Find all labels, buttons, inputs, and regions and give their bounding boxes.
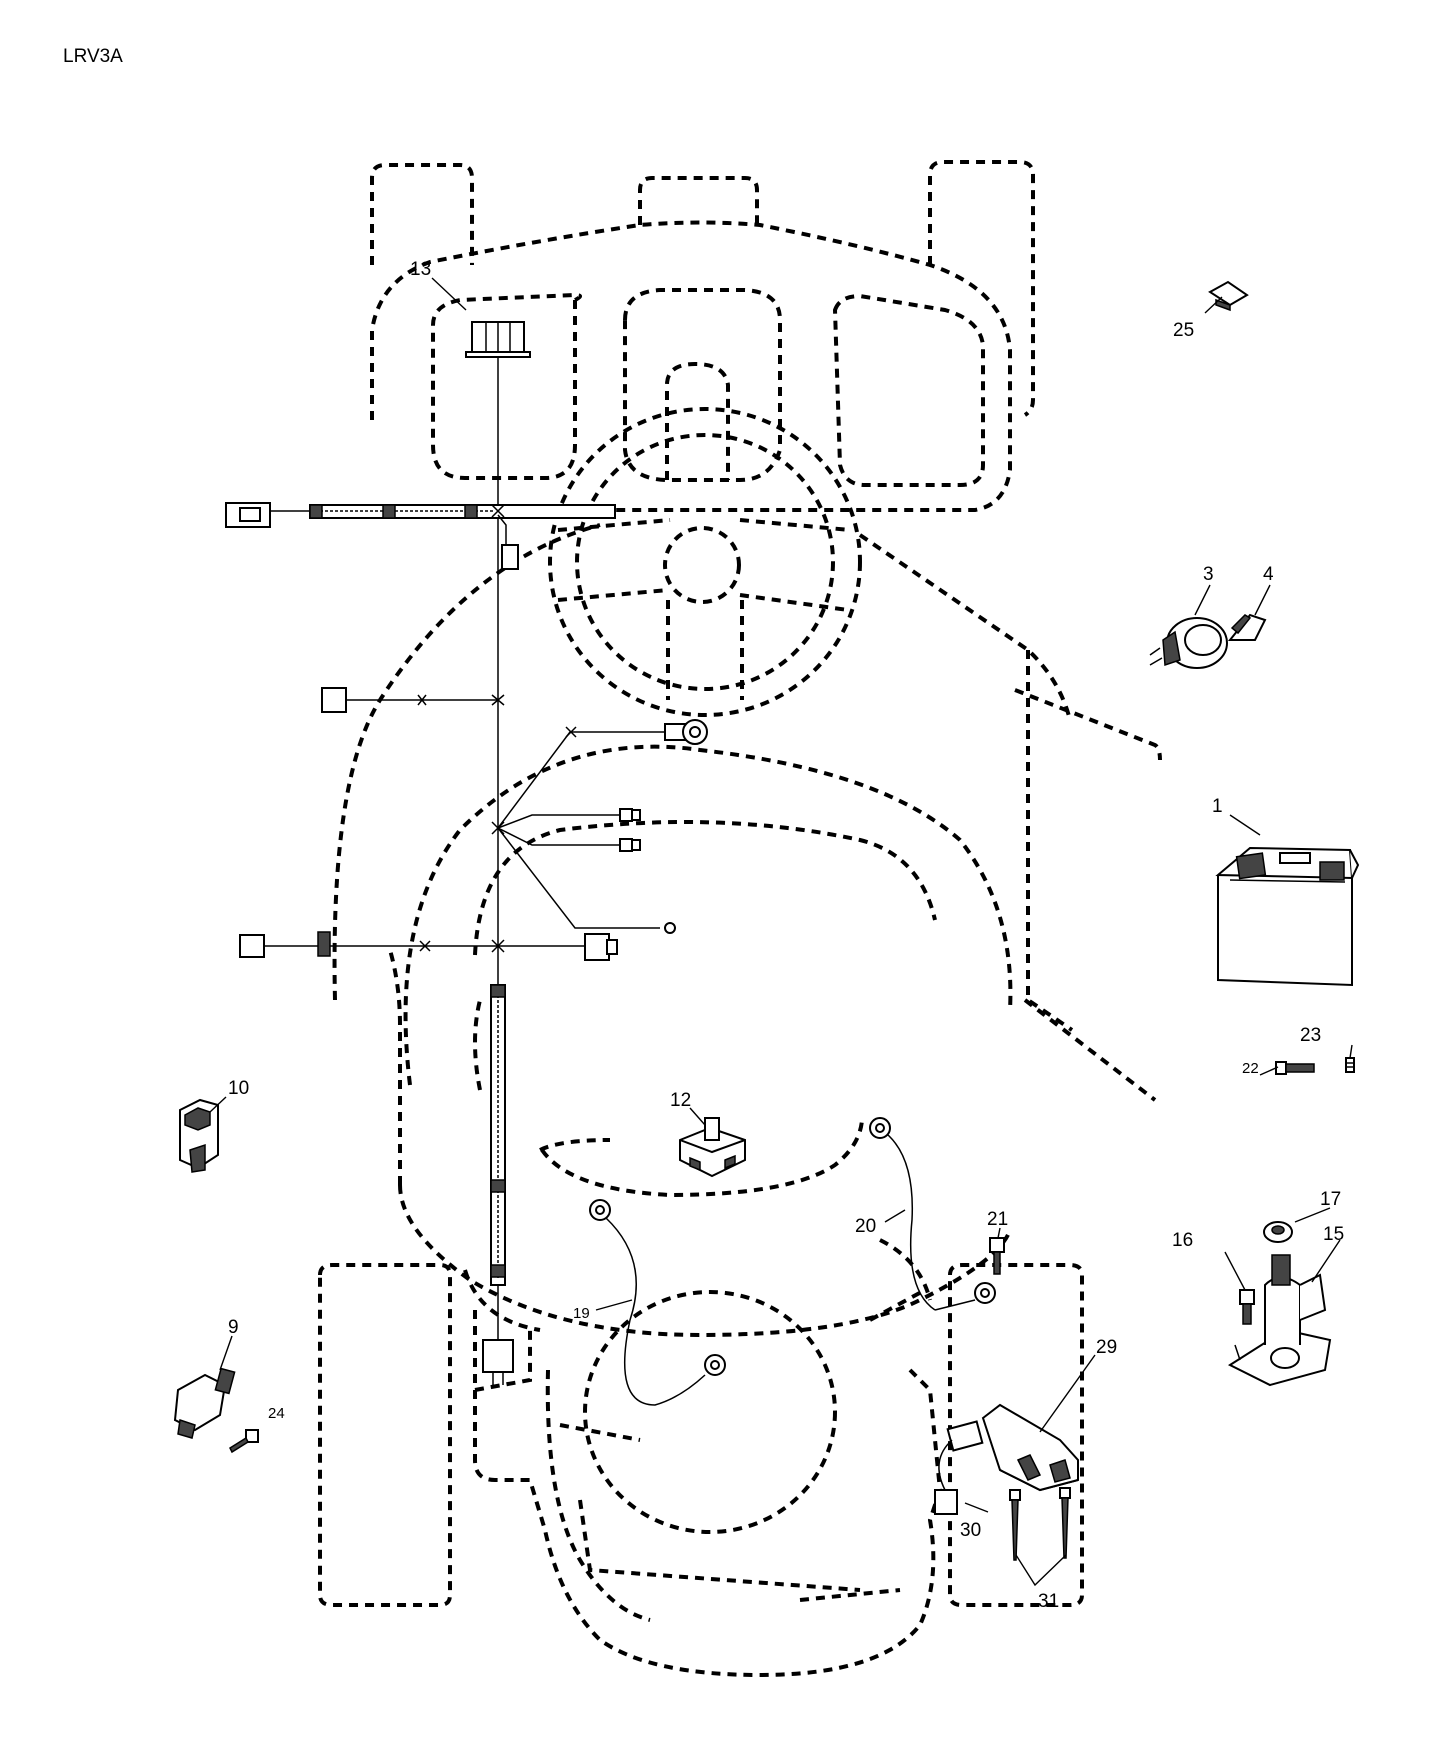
callout-17: 17 xyxy=(1320,1189,1341,1210)
bolt-part-16 xyxy=(1239,1289,1255,1325)
callout-22: 22 xyxy=(1242,1060,1259,1077)
harness-plug-bottom xyxy=(482,1339,514,1373)
ground-cable-part-19 xyxy=(589,1199,726,1406)
callout-4: 4 xyxy=(1263,564,1274,585)
chassis-outline xyxy=(318,160,1162,1678)
callout-25: 25 xyxy=(1173,320,1194,341)
harness-part-30 xyxy=(934,1420,984,1515)
seat-switch-part-10 xyxy=(179,1098,219,1173)
branch-connector-lower-left xyxy=(239,934,265,958)
battery-part-1 xyxy=(1215,846,1360,987)
switch-part-9 xyxy=(173,1367,236,1439)
screw-part-21 xyxy=(989,1237,1005,1275)
bullet-connector xyxy=(317,931,331,957)
callout-9: 9 xyxy=(228,1317,239,1338)
nut-part-23 xyxy=(1345,1057,1355,1073)
screws-part-31 xyxy=(1009,1487,1071,1561)
inline-connector xyxy=(501,544,519,570)
fuse-part-25 xyxy=(1208,280,1249,312)
callout-13: 13 xyxy=(410,259,431,280)
callout-3: 3 xyxy=(1203,564,1214,585)
callout-21: 21 xyxy=(987,1209,1008,1230)
ignition-key-part-4 xyxy=(1227,613,1267,641)
leader-lines xyxy=(209,277,1353,1587)
nut-part-17 xyxy=(1263,1221,1293,1243)
bolt-part-22 xyxy=(1275,1061,1315,1075)
callout-19: 19 xyxy=(573,1305,590,1322)
callout-15: 15 xyxy=(1323,1224,1344,1245)
callout-30: 30 xyxy=(960,1520,981,1541)
ground-cable-part-20 xyxy=(869,1117,996,1311)
callout-16: 16 xyxy=(1172,1230,1193,1251)
solenoid-part-15 xyxy=(1227,1254,1332,1387)
callout-12: 12 xyxy=(670,1090,691,1111)
callout-31: 31 xyxy=(1038,1591,1059,1612)
branch-connector-lower-right xyxy=(584,933,610,961)
branch-connector-left xyxy=(321,687,347,713)
diagram-code: LRV3A xyxy=(63,46,123,67)
callout-20: 20 xyxy=(855,1216,876,1237)
ignition-switch-part-3 xyxy=(1149,617,1228,669)
callout-1: 1 xyxy=(1212,796,1223,817)
callout-23: 23 xyxy=(1300,1025,1321,1046)
control-module-part-29 xyxy=(981,1403,1079,1492)
relay-part-12 xyxy=(679,1117,746,1178)
wire-harness xyxy=(225,321,708,1385)
callout-numbers: 13 25 3 4 1 22 23 10 12 20 19 21 17 16 1… xyxy=(228,259,1344,1612)
screw-part-24 xyxy=(229,1429,259,1454)
callout-24: 24 xyxy=(268,1405,285,1422)
callout-10: 10 xyxy=(228,1078,249,1099)
callout-29: 29 xyxy=(1096,1337,1117,1358)
